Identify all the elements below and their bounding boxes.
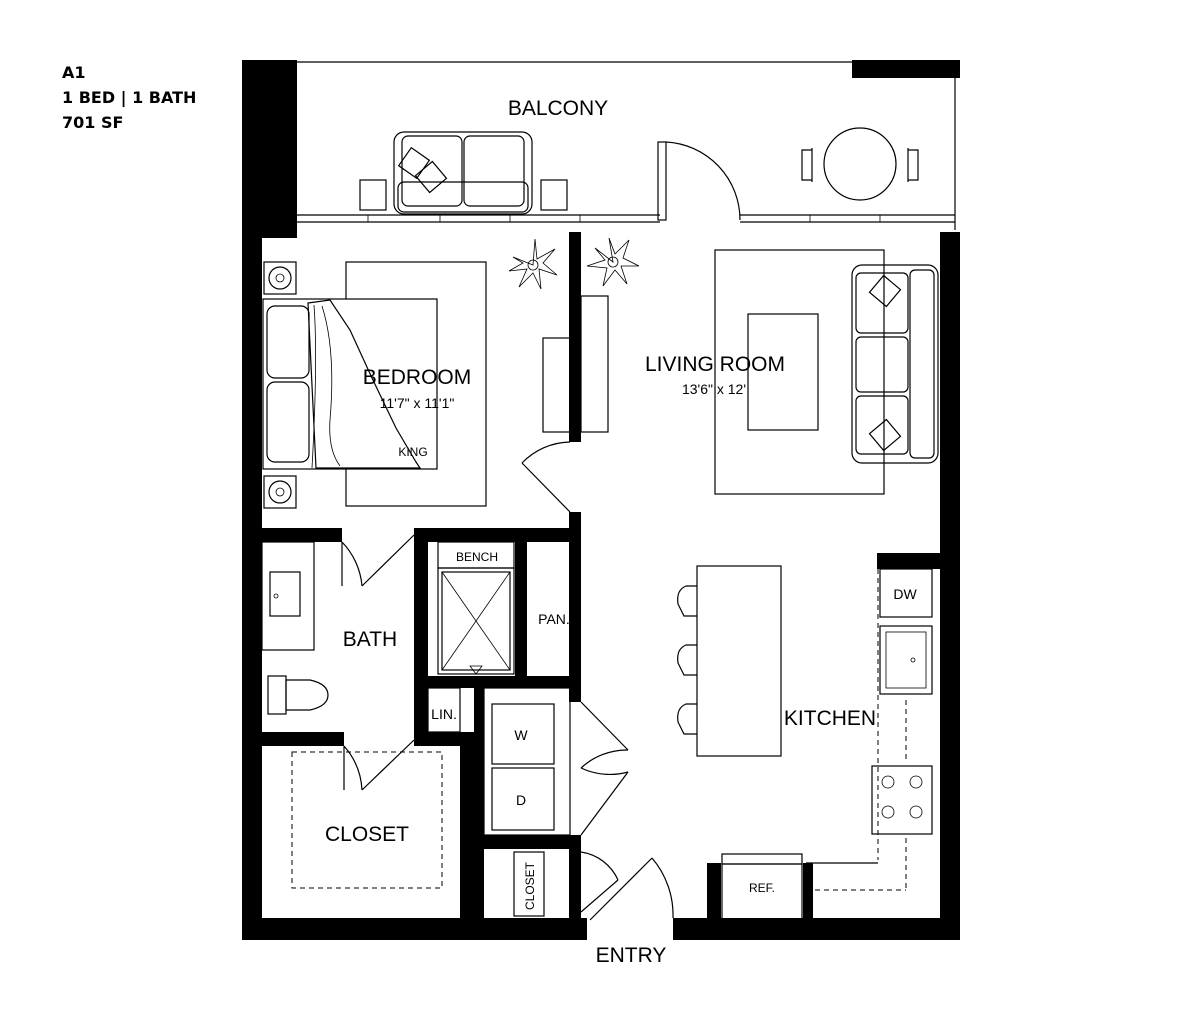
- label-living-room-dims: 13'6" x 12': [682, 381, 746, 397]
- label-refrigerator: REF.: [749, 881, 775, 895]
- label-dishwasher: DW: [893, 586, 917, 602]
- label-bedroom-dims: 11'7" x 11'1": [380, 395, 455, 411]
- label-dryer: D: [516, 792, 526, 808]
- label-balcony: BALCONY: [508, 97, 608, 120]
- balcony: [297, 61, 956, 230]
- label-entry-closet: CLOSET: [523, 861, 537, 910]
- label-kitchen: KITCHEN: [784, 707, 876, 730]
- walls: [242, 60, 960, 940]
- label-bench: BENCH: [456, 550, 498, 564]
- unit-beds-baths: 1 BED | 1 BATH: [62, 88, 197, 107]
- label-living-room: LIVING ROOM: [645, 353, 785, 376]
- kitchen: [677, 565, 933, 920]
- room-labels: BALCONY BEDROOM 11'7" x 11'1" KING LIVIN…: [325, 97, 917, 967]
- unit-info: A1 1 BED | 1 BATH 701 SF: [62, 60, 196, 135]
- label-pantry: PAN.: [538, 611, 570, 627]
- label-linen: LIN.: [431, 706, 457, 722]
- label-entry: ENTRY: [596, 944, 667, 967]
- bedroom: [262, 238, 571, 513]
- laundry: [483, 687, 629, 836]
- label-closet: CLOSET: [325, 823, 409, 846]
- unit-name: A1: [62, 63, 86, 82]
- entry: [513, 851, 674, 921]
- label-bedroom: BEDROOM: [363, 366, 472, 389]
- label-washer: W: [514, 727, 528, 743]
- closet: [291, 687, 461, 889]
- label-bath: BATH: [343, 628, 397, 651]
- living-room: [542, 237, 939, 495]
- label-bed-size: KING: [398, 445, 427, 459]
- bath: [261, 534, 515, 715]
- unit-area: 701 SF: [62, 113, 124, 132]
